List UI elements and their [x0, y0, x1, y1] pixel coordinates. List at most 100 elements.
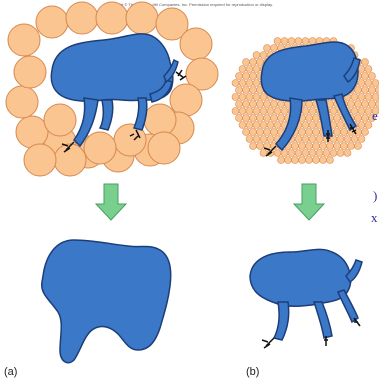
fine-particle: [267, 136, 274, 143]
coarse-particle: [8, 24, 40, 56]
fine-particle: [313, 157, 320, 164]
fine-particle: [260, 108, 267, 115]
fine-particle: [246, 94, 253, 101]
fine-particle: [351, 136, 358, 143]
fine-particle: [264, 129, 271, 136]
fine-particle: [264, 45, 271, 52]
fine-particle: [288, 150, 295, 157]
fine-particle: [292, 143, 299, 150]
fine-particle: [358, 108, 365, 115]
fine-particle: [334, 143, 341, 150]
fine-particle: [302, 150, 309, 157]
fine-particle: [358, 136, 365, 143]
fine-particle: [337, 136, 344, 143]
fine-particle: [267, 108, 274, 115]
fine-particle: [365, 108, 372, 115]
fine-particle: [316, 136, 323, 143]
fine-particle: [281, 38, 288, 45]
fine-particle: [355, 143, 362, 150]
fine-particle: [355, 87, 362, 94]
fine-particle: [299, 129, 306, 136]
fine-particle: [344, 150, 351, 157]
fine-particle: [246, 122, 253, 129]
coarse-particle: [84, 132, 116, 164]
fine-particle: [250, 101, 257, 108]
fine-particle: [323, 150, 330, 157]
fine-particle: [302, 38, 309, 45]
fine-particle: [239, 122, 246, 129]
fine-particle: [285, 157, 292, 164]
fine-particle: [295, 150, 302, 157]
fine-particle: [365, 80, 372, 87]
fine-particle: [232, 108, 239, 115]
imprint-shape-a: [42, 240, 171, 363]
fine-particle: [250, 115, 257, 122]
fine-particle: [376, 101, 379, 108]
panel-label-a: (a): [4, 366, 17, 378]
fine-particle: [302, 122, 309, 129]
fine-particle: [243, 129, 250, 136]
down-arrow-b: [294, 184, 324, 220]
fine-particle: [281, 108, 288, 115]
fine-particle: [274, 108, 281, 115]
fine-particle: [250, 143, 257, 150]
fine-particle: [271, 101, 278, 108]
fine-particle: [313, 129, 320, 136]
fine-particle: [236, 87, 243, 94]
fine-particle: [274, 150, 281, 157]
fine-particle: [232, 94, 239, 101]
coarse-particle: [126, 2, 158, 34]
fine-particle: [271, 129, 278, 136]
fine-particle: [365, 66, 372, 73]
side-text-3: x: [371, 210, 378, 226]
fine-particle: [295, 38, 302, 45]
fine-particle: [355, 101, 362, 108]
fine-particle: [337, 150, 344, 157]
fine-particle: [288, 38, 295, 45]
fine-particle: [362, 87, 369, 94]
fine-particle: [369, 73, 376, 80]
fine-particle: [278, 101, 285, 108]
fine-particle: [260, 136, 267, 143]
fine-particle: [327, 143, 334, 150]
fine-particle: [334, 115, 341, 122]
coarse-particle: [180, 28, 212, 60]
fine-particle: [253, 94, 260, 101]
fine-particle: [362, 59, 369, 66]
fine-particle: [236, 115, 243, 122]
fine-particle: [306, 143, 313, 150]
fine-particle: [351, 108, 358, 115]
fine-particle: [302, 136, 309, 143]
fine-particle: [253, 136, 260, 143]
fine-particle: [257, 59, 264, 66]
fine-particle: [309, 122, 316, 129]
side-text-2: ): [373, 188, 377, 204]
fine-particle: [320, 143, 327, 150]
fine-particle: [351, 94, 358, 101]
fine-particle: [313, 143, 320, 150]
coarse-particle: [44, 104, 76, 136]
fine-particle: [260, 94, 267, 101]
fine-particle: [369, 101, 376, 108]
fine-particle: [253, 108, 260, 115]
side-text-1: e: [372, 108, 378, 124]
fine-particle: [250, 87, 257, 94]
fine-particle: [264, 101, 271, 108]
fine-particle: [264, 115, 271, 122]
fine-particle: [348, 101, 355, 108]
coarse-particle: [14, 56, 46, 88]
fine-particle: [362, 73, 369, 80]
fine-particle: [292, 157, 299, 164]
fine-particle: [274, 38, 281, 45]
fine-particle: [299, 143, 306, 150]
coarse-particle: [66, 2, 98, 34]
fine-particle: [236, 101, 243, 108]
fine-particle: [278, 157, 285, 164]
fine-particle: [330, 108, 337, 115]
fine-particle: [341, 143, 348, 150]
fine-particle: [257, 129, 264, 136]
coarse-particle: [170, 84, 202, 116]
fine-particle: [257, 143, 264, 150]
fine-particle: [243, 87, 250, 94]
fine-particle: [358, 122, 365, 129]
